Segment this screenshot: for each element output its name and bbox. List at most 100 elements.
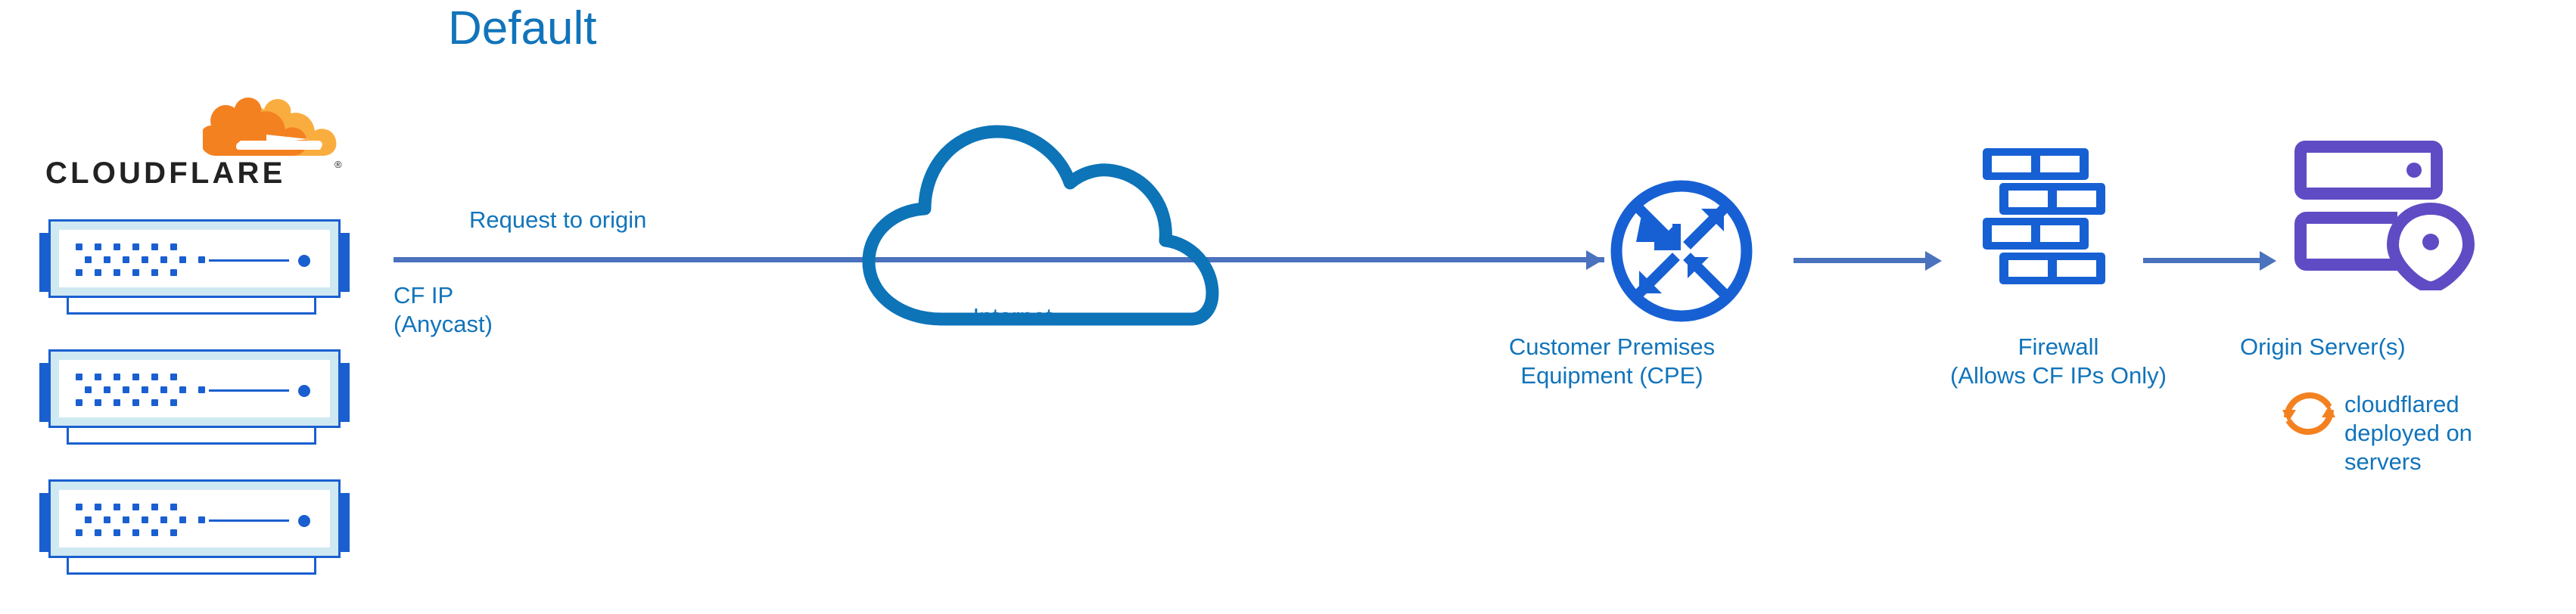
rack-port-dot: [95, 504, 101, 510]
rack-line: [209, 259, 289, 262]
rack-face: [59, 490, 330, 547]
rack-port-dot: [76, 399, 82, 406]
server-rack[interactable]: [39, 479, 350, 576]
internet-cloud-icon: [862, 125, 1219, 326]
sync-circular-arrows-icon: [2282, 392, 2335, 436]
edge-label-cf-ip: CF IP (Anycast): [394, 282, 493, 337]
rack-port-dot: [132, 269, 139, 276]
rack-port-dot: [170, 504, 177, 510]
rack-port-dot: [132, 374, 139, 380]
rack-port-dot: [95, 269, 101, 276]
rack-port-dot: [104, 256, 110, 263]
rack-port-dot: [151, 504, 158, 510]
rack-port-dot: [123, 386, 129, 393]
rack-port-dot: [132, 504, 139, 510]
rack-port-dot: [179, 256, 186, 263]
rack-port-dot: [85, 256, 92, 263]
rack-port-dot: [114, 504, 120, 510]
rack-port-dot: [76, 529, 82, 536]
rack-line: [209, 519, 289, 522]
rack-port-dot: [104, 516, 110, 523]
rack-face: [59, 360, 330, 417]
rack-body: [48, 349, 341, 428]
rack-port-dot: [76, 243, 82, 250]
rack-port-dot: [95, 374, 101, 380]
server-stack-location-pin-icon[interactable]: [2293, 139, 2475, 290]
rack-port-dot: [76, 269, 82, 276]
rack-port-dot: [170, 374, 177, 380]
rack-port-dot: [132, 399, 139, 406]
rack-port-dot: [179, 516, 186, 523]
rack-port-dot: [151, 243, 158, 250]
rack-port-dot: [179, 386, 186, 393]
rack-shelf: [67, 298, 316, 315]
svg-text:®: ®: [334, 159, 342, 170]
rack-led-icon: [298, 385, 310, 397]
svg-text:CLOUDFLARE: CLOUDFLARE: [45, 157, 286, 190]
connector-edge-to-cpe-line: [394, 257, 1604, 262]
connector-firewall-to-origin-line: [2143, 258, 2264, 263]
rack-port-dot: [198, 386, 205, 393]
rack-port-dot: [151, 374, 158, 380]
page-title: Default: [448, 2, 597, 54]
node-label-internet: Internet: [972, 303, 1053, 330]
rack-port-dot: [170, 529, 177, 536]
rack-port-dot: [123, 256, 129, 263]
rack-port-dot: [104, 386, 110, 393]
cloudflare-wordmark: CLOUDFLARE ®: [45, 157, 342, 190]
rack-port-dot: [76, 374, 82, 380]
rack-led-icon: [298, 255, 310, 267]
rack-ports: [76, 243, 205, 278]
rack-port-dot: [142, 256, 148, 263]
rack-port-dot: [170, 269, 177, 276]
brick-wall-icon[interactable]: [1975, 144, 2119, 291]
rack-body: [48, 479, 341, 558]
rack-face: [59, 230, 330, 287]
rack-body: [48, 219, 341, 298]
rack-port-dot: [114, 529, 120, 536]
router-circle-arrows-icon[interactable]: [1606, 175, 1757, 327]
rack-port-dot: [151, 269, 158, 276]
rack-port-dot: [114, 374, 120, 380]
connector-cpe-to-firewall-line: [1794, 258, 1930, 263]
rack-port-dot: [151, 399, 158, 406]
rack-port-dot: [132, 243, 139, 250]
node-label-origin-server: Origin Server(s): [2240, 333, 2406, 360]
rack-port-dot: [132, 529, 139, 536]
rack-port-dot: [95, 243, 101, 250]
rack-ports: [76, 504, 205, 538]
rack-port-dot: [142, 516, 148, 523]
rack-port-dot: [160, 256, 167, 263]
rack-port-dot: [151, 529, 158, 536]
rack-port-dot: [198, 256, 205, 263]
node-label-cpe: Customer Premises Equipment (CPE): [1508, 333, 1716, 389]
rack-shelf: [67, 558, 316, 575]
rack-port-dot: [85, 386, 92, 393]
rack-port-dot: [76, 504, 82, 510]
rack-shelf: [67, 428, 316, 445]
cloudflare-cloud-logo-icon: [203, 98, 337, 156]
connector-edge-to-cpe-arrowhead: [1586, 250, 1603, 270]
server-rack[interactable]: [39, 219, 350, 316]
rack-port-dot: [198, 516, 205, 523]
rack-port-dot: [95, 399, 101, 406]
rack-port-dot: [142, 386, 148, 393]
node-label-cloudflared: cloudflared deployed on servers: [2344, 391, 2472, 475]
rack-port-dot: [160, 516, 167, 523]
rack-port-dot: [170, 243, 177, 250]
edge-label-request-to-origin: Request to origin: [469, 206, 647, 233]
rack-led-icon: [298, 515, 310, 527]
rack-port-dot: [114, 269, 120, 276]
rack-port-dot: [114, 399, 120, 406]
node-label-firewall: Firewall (Allows CF IPs Only): [1950, 333, 2167, 389]
connector-firewall-to-origin-arrowhead: [2260, 251, 2276, 271]
rack-port-dot: [160, 386, 167, 393]
rack-port-dot: [114, 243, 120, 250]
rack-port-dot: [170, 399, 177, 406]
cloudflare-logo: CLOUDFLARE ®: [39, 97, 357, 195]
connector-cpe-to-firewall-arrowhead: [1925, 251, 1942, 271]
rack-port-dot: [95, 529, 101, 536]
server-rack[interactable]: [39, 349, 350, 446]
rack-port-dot: [123, 516, 129, 523]
